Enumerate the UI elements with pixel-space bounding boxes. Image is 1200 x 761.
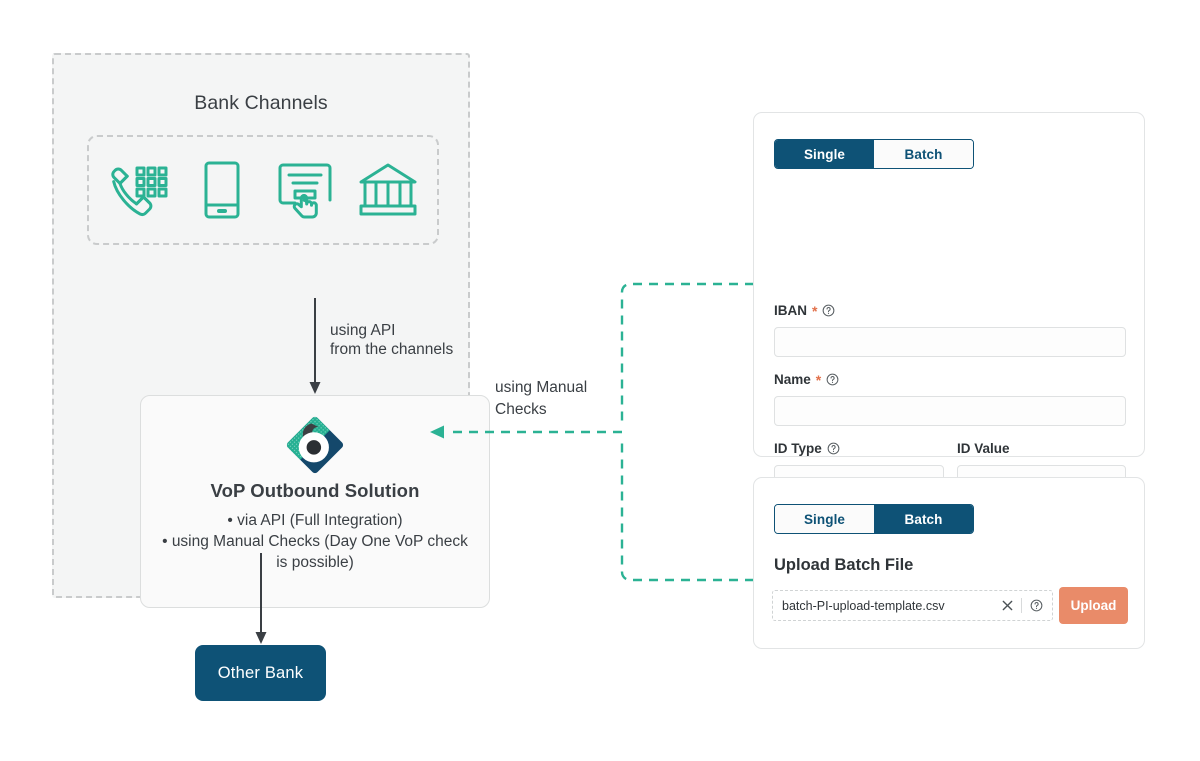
online-form-click-icon (273, 158, 337, 222)
close-icon[interactable] (1001, 599, 1014, 612)
tab-single[interactable]: Single (775, 505, 874, 533)
name-label-text: Name (774, 372, 811, 387)
selected-file-row[interactable]: batch-PI-upload-template.csv (772, 590, 1053, 621)
tab-batch[interactable]: Batch (874, 505, 973, 533)
help-circle-icon[interactable] (827, 442, 840, 455)
iban-input[interactable] (774, 327, 1126, 357)
upload-button[interactable]: Upload (1059, 587, 1128, 624)
vop-card-title: VoP Outbound Solution (210, 480, 420, 501)
id-type-label: ID Type (774, 441, 840, 456)
id-value-label: ID Value (957, 441, 1010, 456)
name-input[interactable] (774, 396, 1126, 426)
vop-card-bullets: via API (Full Integration) using Manual … (141, 510, 489, 573)
bank-building-icon (356, 158, 420, 222)
name-required-asterisk: * (815, 371, 822, 388)
help-circle-icon[interactable] (822, 304, 835, 317)
manual-checks-label: using Manual Checks (495, 379, 588, 418)
id-value-label-text: ID Value (957, 441, 1010, 456)
id-type-label-text: ID Type (774, 441, 822, 456)
vop-outbound-card: VoP Outbound Solution via API (Full Inte… (140, 395, 490, 608)
phone-keypad-icon (107, 158, 171, 222)
divider (1021, 598, 1022, 613)
help-circle-icon[interactable] (826, 373, 839, 386)
single-panel-segmented-control[interactable]: Single Batch (774, 139, 974, 169)
bank-channels-title: Bank Channels (194, 92, 328, 114)
b-diamond-logo-icon (141, 416, 489, 474)
tab-batch[interactable]: Batch (874, 140, 973, 168)
help-circle-icon[interactable] (1030, 599, 1043, 612)
vop-bullet: via API (Full Integration) (159, 510, 471, 531)
other-bank-label: Other Bank (217, 663, 304, 682)
api-flow-label: using API from the channels (330, 322, 454, 358)
single-check-panel: Single Batch IBAN * Name * (753, 112, 1145, 544)
upload-batch-file-title: Upload Batch File (774, 556, 914, 574)
selected-file-name: batch-PI-upload-template.csv (782, 598, 945, 613)
tab-single[interactable]: Single (775, 140, 874, 168)
iban-required-asterisk: * (812, 302, 818, 319)
bank-channels-group: Bank Channels (52, 53, 490, 608)
iban-label-text: IBAN (774, 303, 807, 318)
batch-upload-panel: Single Batch Upload Batch File batch-PI-… (753, 477, 1145, 649)
batch-panel-segmented-control[interactable]: Single Batch (774, 504, 974, 534)
vop-bullet: using Manual Checks (Day One VoP check i… (159, 531, 471, 573)
iban-label: IBAN * (774, 303, 835, 318)
mobile-phone-icon (190, 158, 254, 222)
bank-channels-icon-row (87, 135, 439, 245)
name-label: Name * (774, 372, 839, 387)
other-bank-node: Other Bank (195, 645, 326, 701)
